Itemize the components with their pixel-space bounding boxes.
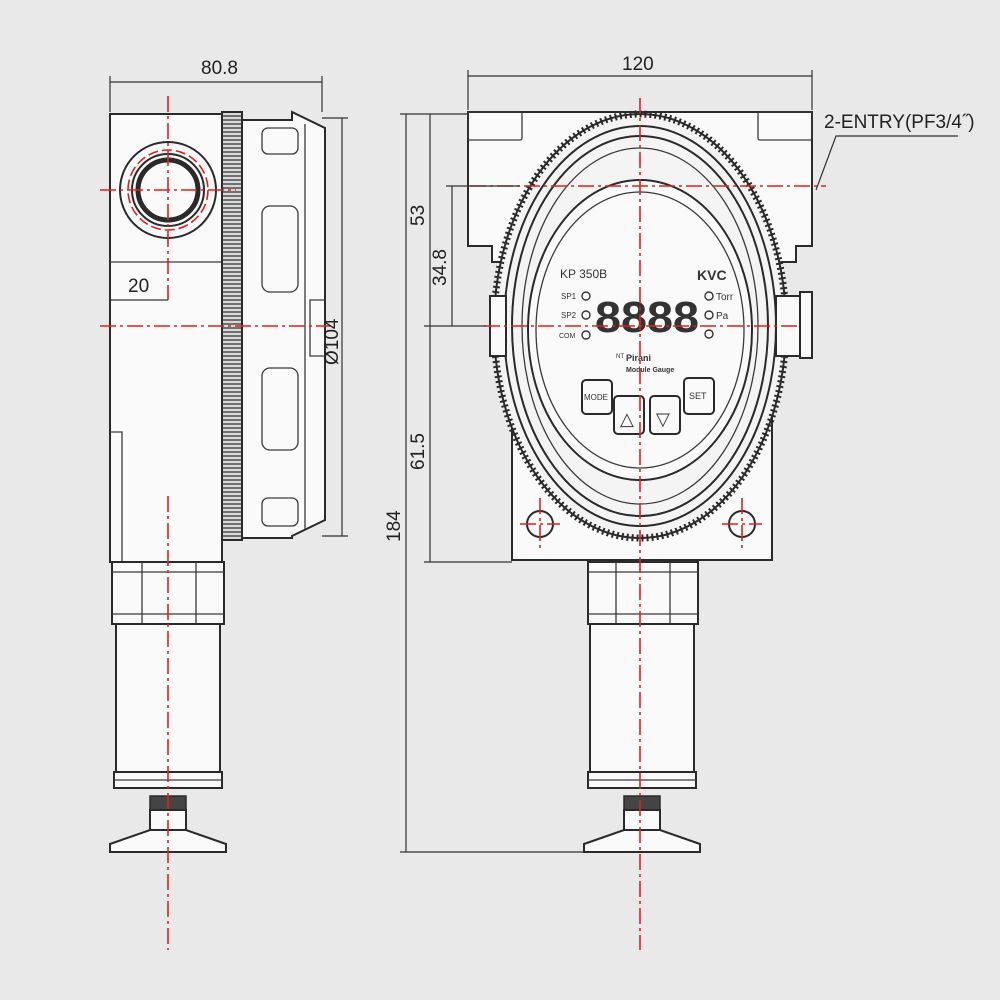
knurl-texture xyxy=(222,115,242,537)
dim-104: Ø104 xyxy=(322,318,343,365)
indicator-com-led xyxy=(581,330,591,340)
dim-184: 184 xyxy=(384,510,405,542)
unit-pa-label: Pa xyxy=(716,311,729,322)
down-arrow-icon: ▽ xyxy=(656,409,670,429)
dim-entry-note: 2-ENTRY(PF3/4˝) xyxy=(824,112,975,133)
dim-61-5: 61.5 xyxy=(408,433,429,470)
unit-torr-label: Torr xyxy=(716,292,734,303)
subtitle-line2: Module Gauge xyxy=(626,367,674,374)
unit-pa-led xyxy=(704,310,714,320)
seven-segment-display: 8888 xyxy=(595,293,699,342)
subtitle-line1: Pirani xyxy=(626,353,651,363)
side-cover xyxy=(241,110,326,539)
dim-20: 20 xyxy=(128,276,149,297)
up-arrow-icon: △ xyxy=(620,409,634,429)
unit-torr-led xyxy=(704,291,714,301)
mode-button[interactable]: MODE xyxy=(581,379,613,415)
indicator-sp1-label: SP1 xyxy=(561,292,577,301)
indicator-sp2-label: SP2 xyxy=(561,311,577,320)
dim-53: 53 xyxy=(408,205,429,226)
down-button[interactable]: ▽ xyxy=(649,395,681,435)
indicator-sp1-led xyxy=(581,291,591,301)
dim-34-8: 34.8 xyxy=(430,249,451,286)
dim-front-width: 120 xyxy=(622,54,654,75)
indicator-sp2-led xyxy=(581,310,591,320)
model-label: KP 350B xyxy=(560,267,607,281)
up-button[interactable]: △ xyxy=(613,395,645,435)
subtitle-prefix: NT xyxy=(616,354,624,360)
indicator-com-label: COM xyxy=(559,333,576,340)
indicator-leds: SP1 SP2 COM xyxy=(559,291,591,340)
dimension-lines xyxy=(109,70,958,853)
brand-logo: KVC xyxy=(697,267,727,283)
mode-button-label: MODE xyxy=(584,393,608,402)
set-button-label: SET xyxy=(689,391,707,401)
front-hex-fitting xyxy=(587,561,699,625)
front-sensor-tube xyxy=(589,623,695,773)
centerlines xyxy=(100,96,826,950)
unit-extra-led xyxy=(704,329,714,339)
front-flange xyxy=(583,829,701,853)
dim-side-width: 80.8 xyxy=(201,58,238,79)
side-view xyxy=(109,110,326,853)
unit-leds: Torr Pa xyxy=(704,291,734,339)
set-button[interactable]: SET xyxy=(683,377,715,415)
